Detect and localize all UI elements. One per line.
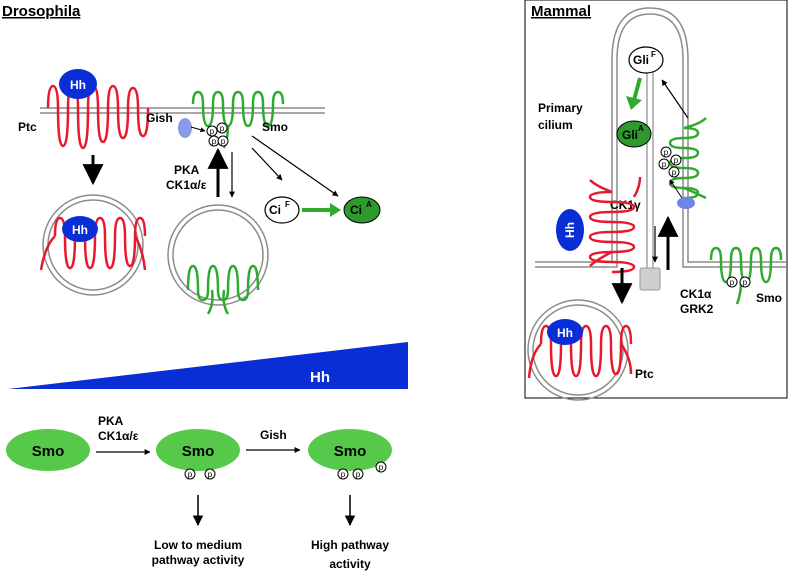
ci-full-length	[264, 196, 300, 224]
smo-fully-phosphorylated	[308, 429, 392, 471]
cilium-label: cilium	[538, 118, 573, 132]
gli-a-label: Gli	[622, 128, 638, 142]
ck1g-label: CK1γ	[610, 198, 641, 212]
smo-to-cia-arrow	[251, 135, 339, 197]
basal-body	[639, 267, 661, 291]
ptc-ciliary-membrane	[588, 176, 642, 274]
svg-text:p: p	[341, 470, 346, 479]
gli-a-sup: A	[638, 124, 644, 133]
gli-f-label: Gli	[633, 53, 649, 67]
high-activity-line2: activity	[329, 557, 371, 571]
drosophila-title: Drosophila	[2, 3, 81, 20]
pka-label: PKA	[174, 163, 200, 177]
gli-activator	[616, 120, 652, 148]
mammal-title: Mammal	[531, 3, 591, 20]
smo-partially-phosphorylated	[156, 429, 240, 471]
svg-text:p: p	[220, 124, 225, 133]
svg-text:p: p	[672, 168, 677, 177]
svg-text:p: p	[730, 278, 735, 287]
gradient-label: Hh	[310, 369, 330, 386]
primary-label: Primary	[538, 101, 583, 115]
low-activity-line1: Low to medium	[154, 538, 242, 552]
ci-f-label: Ci	[269, 203, 281, 217]
ck1-gamma-kinase	[677, 197, 695, 209]
svg-text:p: p	[188, 470, 193, 479]
svg-text:p: p	[674, 156, 679, 165]
smo3-label: Smo	[334, 443, 367, 460]
low-activity-line2: pathway activity	[152, 553, 245, 567]
svg-text:p: p	[221, 137, 226, 146]
ck1-label: CK1α/ε	[166, 178, 207, 192]
mammal-ptc-label: Ptc	[635, 367, 654, 381]
ci-f-sup: F	[285, 200, 290, 209]
hh-gradient-wedge	[8, 342, 408, 389]
pathway-gish-label: Gish	[260, 428, 287, 442]
svg-text:p: p	[210, 127, 215, 136]
smo2-label: Smo	[182, 443, 215, 460]
gish-kinase	[178, 118, 192, 138]
svg-text:p: p	[662, 160, 667, 169]
smo-phospho-groups: p p p p	[206, 122, 229, 147]
smo-to-gli-arrow	[661, 79, 689, 119]
smo-endosome	[167, 204, 269, 315]
ptc-receptor-membrane	[46, 84, 150, 150]
svg-text:p: p	[743, 278, 748, 287]
pathway-pka-label: PKA	[98, 414, 124, 428]
smo-ciliary	[668, 117, 707, 200]
svg-text:p: p	[212, 137, 217, 146]
gli-activation-arrow	[626, 96, 642, 110]
smo-plasma-membrane: p p	[709, 246, 783, 305]
svg-text:p: p	[664, 148, 669, 157]
green-activation-arrow	[330, 203, 341, 217]
smo-activation-pathway: Smo PKA CK1α/ε Smo p p Gish Smo p p p Lo…	[6, 414, 392, 571]
ptc-endosome: Hh	[39, 194, 147, 296]
mammal-hh-endosome-label: Hh	[557, 326, 573, 340]
ck1a-label: CK1α	[680, 287, 712, 301]
smo1-label: Smo	[32, 443, 65, 460]
ptc-label: Ptc	[18, 120, 37, 134]
drosophila-plasma-membrane	[40, 107, 325, 114]
ci-a-label: Ci	[350, 203, 362, 217]
hh-ligand-ciliary	[556, 209, 584, 251]
grk2-label: GRK2	[680, 302, 714, 316]
gli-f-sup: F	[651, 50, 656, 59]
hh-ligand	[59, 69, 97, 99]
ci-activator	[343, 196, 381, 224]
smo-unphosphorylated	[6, 429, 90, 471]
svg-text:p: p	[356, 470, 361, 479]
hh-ciliary-label: Hh	[563, 222, 577, 238]
ci-a-sup: A	[366, 200, 372, 209]
svg-text:p: p	[379, 463, 384, 472]
primary-cilium	[535, 7, 786, 291]
mammal-panel: Mammal Primary cilium Gli F Gli A	[524, 0, 788, 401]
mammal-smo-label: Smo	[756, 291, 782, 305]
smo-label: Smo	[262, 120, 288, 134]
hh-endosome-label: Hh	[72, 223, 88, 237]
pathway-ck1-label: CK1α/ε	[98, 429, 139, 443]
mammal-panel-border	[524, 0, 788, 399]
mammal-ptc-endosome: Hh	[527, 299, 633, 401]
drosophila-panel: Drosophila Hh Ptc Smo Gish p p	[2, 3, 381, 315]
svg-text:p: p	[208, 470, 213, 479]
smo-to-ci-arrow	[251, 147, 283, 181]
high-activity-line1: High pathway	[311, 538, 389, 552]
gish-label: Gish	[146, 111, 173, 125]
gli-full-length	[628, 46, 664, 74]
ciliary-smo-phospho: p p p p	[658, 146, 682, 178]
hh-ligand-label: Hh	[70, 78, 86, 92]
